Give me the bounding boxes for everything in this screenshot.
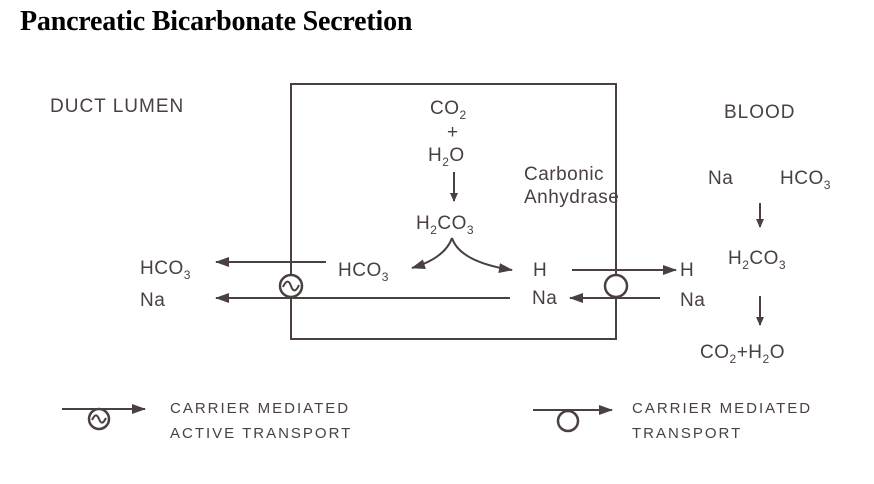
legend-passive-line2: TRANSPORT <box>632 425 742 442</box>
blood-na-top: Na <box>708 168 733 189</box>
cell-h: H <box>533 260 547 281</box>
legend-passive-line1: CARRIER MEDIATED <box>632 400 812 417</box>
diagram-title: Pancreatic Bicarbonate Secretion <box>20 6 413 37</box>
passive-carrier-icon <box>603 273 629 299</box>
cell-hco3: HCO3 <box>338 260 389 284</box>
blood-hco3: HCO3 <box>780 168 831 192</box>
arrow-to-hco3 <box>411 237 453 270</box>
legend-active-line2: ACTIVE TRANSPORT <box>170 425 352 442</box>
blood-h: H <box>680 260 694 281</box>
legend-active-line1: CARRIER MEDIATED <box>170 400 350 417</box>
active-carrier-wave <box>282 280 300 292</box>
legend-passive-carrier-icon <box>556 409 580 433</box>
carbonic-anhydrase-label-line1: Carbonic <box>524 164 604 185</box>
arrow-to-h <box>451 237 513 273</box>
cell-boundary <box>290 83 617 340</box>
blood-na: Na <box>680 290 705 311</box>
carbonic-anhydrase-label-line2: Anhydrase <box>524 187 619 208</box>
cell-h2co3: H2CO3 <box>416 213 474 237</box>
blood-label: BLOOD <box>724 102 796 123</box>
cell-co2: CO2 <box>430 98 467 122</box>
blood-h2co3: H2CO3 <box>728 248 786 272</box>
cell-h2o: H2O <box>428 145 465 169</box>
blood-products: CO2+H2O <box>700 342 785 366</box>
cell-na: Na <box>532 288 557 309</box>
duct-lumen-label: DUCT LUMEN <box>50 96 184 117</box>
cell-plus: + <box>447 122 459 143</box>
lumen-na: Na <box>140 290 165 311</box>
lumen-hco3: HCO3 <box>140 258 191 282</box>
legend-active-wave <box>91 414 107 424</box>
